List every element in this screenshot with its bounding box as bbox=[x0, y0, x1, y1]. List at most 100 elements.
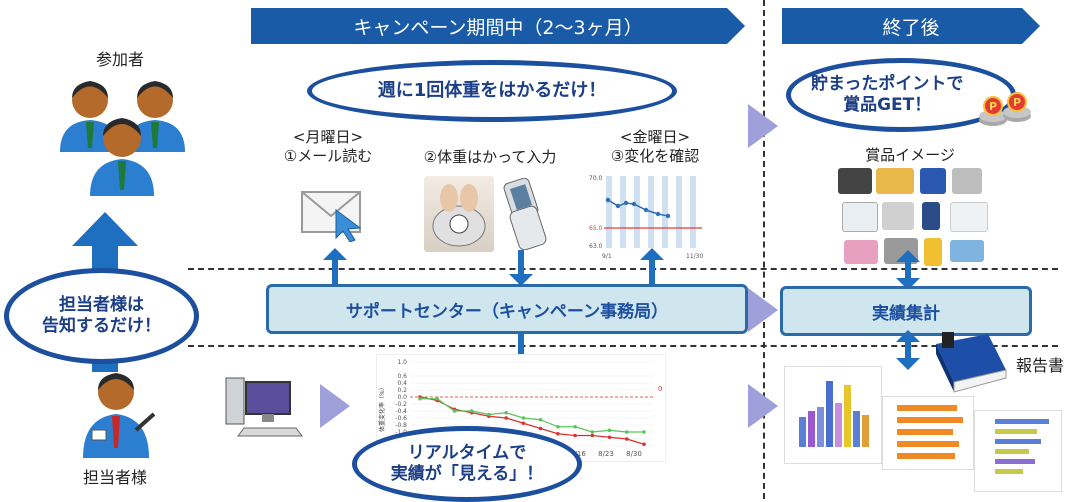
points-prize-text: 貯まったポイントで 賞品GET！ bbox=[811, 73, 964, 115]
step-1-day: <月曜日> bbox=[292, 128, 364, 146]
mini-chart-band bbox=[662, 176, 668, 248]
reference-label: 0 bbox=[658, 385, 662, 393]
series-point bbox=[590, 430, 595, 434]
step-2-text: ②体重はかって入力 bbox=[423, 148, 557, 166]
upper-row-divider bbox=[188, 268, 1058, 270]
series-point bbox=[418, 396, 422, 401]
report-page-horizontal-chart bbox=[974, 410, 1062, 492]
y-tick-label: 0.4 bbox=[397, 380, 407, 387]
flow-triangle bbox=[748, 104, 778, 148]
scale-photo bbox=[424, 176, 494, 252]
campaign-period-banner: キャンペーン期間中（2〜3ヶ月） bbox=[251, 8, 745, 44]
series-point bbox=[521, 421, 526, 426]
results-aggregation-box: 実績集計 bbox=[780, 286, 1032, 336]
series-point bbox=[642, 442, 646, 447]
mini-x-tick: 11/30 bbox=[686, 253, 703, 260]
after-period-banner: 終了後 bbox=[782, 8, 1040, 44]
double-arrow-prize-results bbox=[896, 250, 920, 290]
after-period-label: 終了後 bbox=[882, 16, 940, 39]
flow-triangle bbox=[748, 288, 778, 332]
mini-chart-band bbox=[676, 176, 682, 248]
support-center-label: サポートセンター（キャンペーン事務局） bbox=[345, 301, 669, 322]
report-stacked-chart-icon bbox=[897, 405, 963, 459]
step-3-day: <金曜日> bbox=[619, 128, 691, 146]
series-line bbox=[419, 396, 645, 445]
flow-triangle bbox=[748, 384, 778, 428]
series-point bbox=[573, 424, 577, 429]
series-point bbox=[435, 396, 440, 401]
series-point bbox=[624, 437, 629, 441]
mini-chart-band bbox=[690, 176, 696, 248]
prize-thumbnail bbox=[950, 240, 984, 262]
prize-thumbnail bbox=[920, 168, 946, 194]
point-coins-icon: P P bbox=[979, 92, 1031, 126]
series-point bbox=[487, 412, 491, 417]
report-page-stacked-chart bbox=[882, 396, 974, 470]
y-tick-label: 1.0 bbox=[397, 359, 407, 366]
mini-chart-band bbox=[606, 176, 612, 248]
series-point bbox=[504, 410, 508, 415]
weekly-weigh-oval: 週に1回体重をはかるだけ！ bbox=[307, 60, 677, 122]
campaign-period-label: キャンペーン期間中（2〜3ヶ月） bbox=[353, 16, 643, 39]
series-point bbox=[556, 431, 560, 436]
y-tick-label: 0.0 bbox=[397, 394, 407, 401]
svg-text:P: P bbox=[1013, 96, 1021, 109]
participants-icon bbox=[60, 81, 185, 196]
series-point bbox=[607, 435, 612, 440]
mini-chart-band bbox=[620, 176, 626, 248]
step-3: <金曜日> ③変化を確認 bbox=[585, 128, 725, 166]
y-tick-label: -0.6 bbox=[395, 415, 407, 422]
prize-thumbnail bbox=[882, 202, 914, 230]
mail-icon bbox=[301, 191, 362, 242]
series-point bbox=[590, 433, 595, 438]
points-prize-oval: 貯まったポイントで 賞品GET！ bbox=[786, 58, 1016, 132]
series-point bbox=[556, 424, 560, 429]
prize-thumbnail bbox=[876, 168, 914, 194]
prize-thumbnail bbox=[922, 202, 940, 230]
arrow-down-from-input bbox=[509, 250, 533, 286]
arrow-up-to-mail bbox=[323, 248, 347, 284]
report-binder-icon bbox=[936, 332, 1007, 393]
step-2: ②体重はかって入力 bbox=[400, 148, 580, 167]
staff-notify-text: 担当者様は 告知するだけ！ bbox=[42, 294, 161, 336]
step-1: <月曜日> ①メール読む bbox=[258, 128, 398, 166]
mini-target-label: 65.0 bbox=[589, 225, 603, 232]
mini-y-tick: 63.0 bbox=[589, 243, 603, 250]
prize-thumbnail bbox=[952, 168, 982, 194]
weight-mini-chart: 70.0 65.0 63.0 9/1 11/30 bbox=[589, 175, 703, 260]
series-point bbox=[504, 416, 508, 420]
staff-notify-oval: 担当者様は 告知するだけ！ bbox=[4, 268, 199, 364]
prize-image-label: 賞品イメージ bbox=[865, 146, 955, 164]
report-page-bar-chart bbox=[784, 366, 882, 464]
y-tick-label: 0.6 bbox=[397, 373, 407, 380]
realtime-results-text: リアルタイムで 実績が「見える」！ bbox=[390, 442, 544, 484]
report-bar-chart-icon bbox=[799, 381, 869, 447]
series-point bbox=[538, 426, 543, 431]
prize-thumbnail bbox=[924, 238, 942, 266]
prize-thumbnail bbox=[842, 202, 878, 232]
prize-thumbnail bbox=[838, 168, 872, 194]
series-point bbox=[469, 409, 474, 413]
svg-text:P: P bbox=[989, 100, 997, 113]
bathroom-scale-icon bbox=[432, 184, 486, 247]
chart-ylabel: 体重変化率（%） bbox=[378, 384, 386, 432]
y-tick-label: -0.4 bbox=[395, 408, 407, 415]
prize-thumbnail bbox=[950, 202, 988, 232]
series-point bbox=[452, 409, 457, 413]
series-point bbox=[624, 430, 629, 434]
flow-triangle bbox=[320, 384, 350, 428]
prize-thumbnail bbox=[844, 240, 878, 264]
realtime-results-oval: リアルタイムで 実績が「見える」！ bbox=[352, 426, 582, 502]
y-tick-label: -0.8 bbox=[395, 422, 407, 429]
x-tick-label: 8/30 bbox=[626, 450, 642, 458]
series-point bbox=[521, 416, 526, 420]
x-tick-label: 8/23 bbox=[598, 450, 614, 458]
report-horizontal-chart-icon bbox=[995, 419, 1049, 474]
step-3-text: ③変化を確認 bbox=[610, 146, 700, 165]
series-point bbox=[538, 417, 543, 422]
participants-label: 参加者 bbox=[95, 50, 144, 69]
series-line bbox=[420, 398, 644, 433]
y-tick-label: 0.2 bbox=[397, 387, 407, 394]
staff-person-icon bbox=[83, 373, 156, 458]
weekly-weigh-text: 週に1回体重をはかるだけ！ bbox=[377, 79, 607, 101]
